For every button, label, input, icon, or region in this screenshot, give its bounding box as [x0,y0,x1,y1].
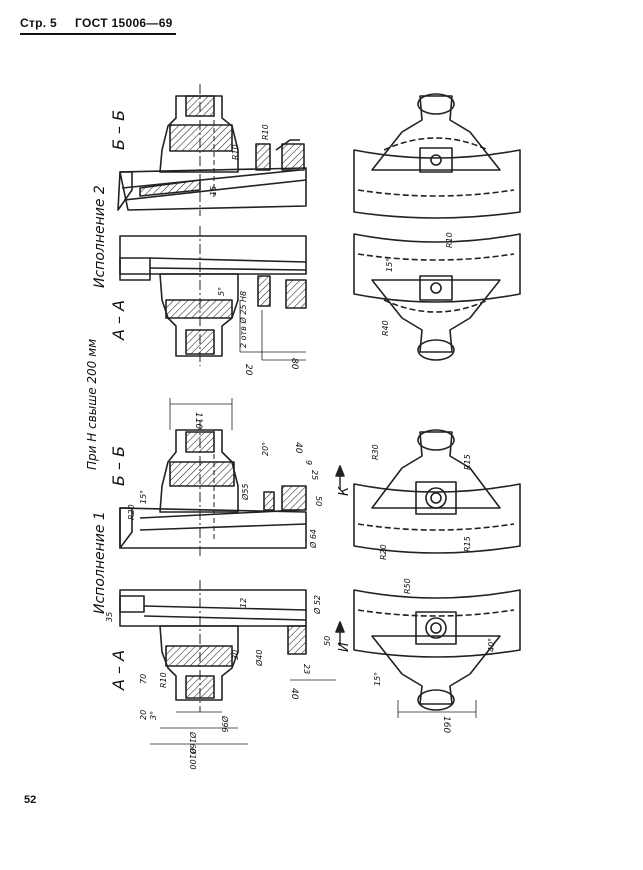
caption-variant-2: Исполнение 2 [92,185,108,288]
section-aa-variant-2 [119,226,307,366]
view-bottom-variant-2 [353,233,521,361]
dim-a40-view: 40° [487,638,496,652]
dim-r10-view: R10 [445,232,454,248]
dim-r15-view-a: R15 [463,454,472,470]
view-label-i: И [337,642,352,652]
dim-20-top: 20 [243,364,253,376]
section-label-bb-2: Б – Б [109,110,128,150]
dim-110: 110 [193,412,203,429]
section-bb-variant-2 [117,84,307,216]
view-top-variant-2 [353,93,521,219]
header-rule [20,33,176,35]
dim-r30-view: R30 [371,444,380,460]
dim-50-low: 50 [323,636,332,646]
dim-12: 12 [239,598,248,608]
dim-a3: 3° [149,711,158,720]
dim-phi160: Ø160 [188,731,198,754]
dim-35: 35 [105,612,114,622]
dim-r50-view: R50 [403,578,412,594]
dim-phi100: Ø100 [188,747,198,770]
dim-a5-top: 5° [217,287,226,296]
section-label-aa-1: А – А [109,650,128,691]
page-label: Стр. 5 [20,16,58,30]
dim-160: 160 [441,716,451,733]
dim-15-top: 15 [209,186,218,196]
dim-r40-view: R40 [381,320,390,336]
dim-r15-view-b: R15 [463,536,472,552]
dim-23: 23 [302,664,311,674]
section-aa-variant-1 [119,580,336,745]
dim-phi52: Ø 52 [312,595,322,615]
dim-a15-view-low: 15° [373,672,382,686]
dim-r20-view: R20 [379,544,388,560]
page-header: Стр. 5 ГОСТ 15006—69 [20,16,180,35]
section-bb-variant-1 [119,398,307,556]
dim-40-low: 40 [289,688,299,700]
standard-number: ГОСТ 15006—69 [75,16,173,30]
dim-40-mid: 40 [293,442,303,454]
dim-phi55: Ø55 [240,484,250,501]
dim-r10-top: R10 [231,144,240,160]
dim-r10-low: R10 [159,672,168,688]
view-top-variant-1 [353,429,521,554]
dim-r20-mid: R20 [127,504,136,520]
dim-a15-view: 15° [385,258,394,272]
view-bottom-variant-1 [335,465,521,718]
dim-20-low: 20 [139,710,148,720]
dim-phi64: Ø 64 [308,529,318,549]
page-number: 52 [24,794,37,806]
dim-a15-mid: 15° [139,490,148,504]
dim-30: 30 [231,650,240,660]
dim-phi96: Ø96 [220,715,230,732]
header-text: Стр. 5 ГОСТ 15006—69 [20,16,180,30]
dim-a20-mid: 20° [261,442,270,456]
dim-25: 25 [310,470,319,480]
dim-9: 9 [304,460,313,465]
dim-holes: 2 отв Ø 25 H8 [238,291,248,348]
dim-r10-top-2: R10 [261,124,270,140]
view-label-k: К [337,486,352,496]
dim-50-mid: 50 [314,496,323,506]
dim-80: 80 [289,358,299,370]
caption-variant-1: Исполнение 1 [92,511,108,614]
caption-main: При Н свыше 200 мм [85,339,99,470]
section-label-bb-1: Б – Б [109,446,128,486]
dim-phi40: Ø40 [254,650,264,667]
dim-70: 70 [139,674,148,684]
section-label-aa-2: А – А [109,300,128,341]
